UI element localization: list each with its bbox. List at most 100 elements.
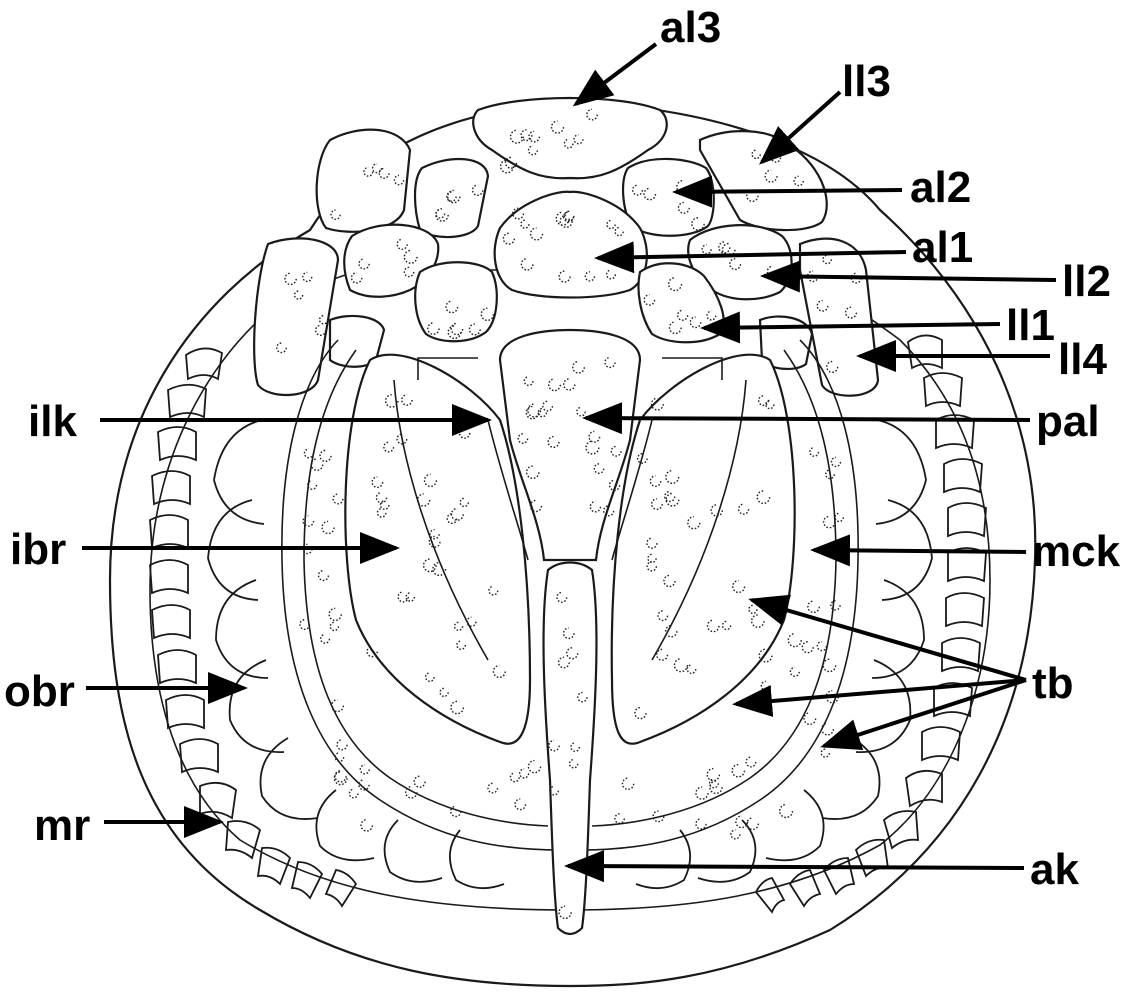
- tubercle-pore: [456, 640, 467, 650]
- tubercle-pore: [371, 163, 383, 174]
- tubercle-pore: [789, 666, 800, 677]
- tubercle-pore: [586, 108, 598, 121]
- tubercle-pore: [371, 476, 384, 489]
- label-ilk: ilk: [28, 397, 77, 446]
- tubercle-pore: [825, 690, 839, 704]
- tubercle-pore: [332, 493, 344, 505]
- tubercle-pore: [383, 441, 395, 453]
- tubercle-pore: [665, 492, 680, 507]
- tubercle-pore: [577, 691, 588, 703]
- label-al3: al3: [660, 3, 721, 52]
- label-al2: al2: [910, 163, 971, 212]
- tubercle-pore: [801, 641, 814, 654]
- tubercle-pore: [542, 400, 554, 412]
- tubercle-pore: [643, 294, 656, 306]
- tubercle-pore: [686, 664, 697, 675]
- tubercle-pore: [330, 209, 341, 220]
- tubercle-pore: [646, 537, 658, 549]
- tubercle-pore: [527, 403, 542, 418]
- tubercle-pore: [593, 463, 605, 474]
- tubercle-pore: [450, 805, 462, 818]
- tubercle-pore: [379, 500, 390, 510]
- tubercle-pore: [307, 479, 318, 490]
- tubercle-pore: [556, 591, 568, 603]
- tubercle-pore: [432, 561, 447, 577]
- arrow-mck: [810, 534, 1027, 567]
- ibr-right-inner-line: [651, 379, 747, 661]
- tubercle-pore: [636, 453, 648, 464]
- tubercle-pore: [435, 208, 449, 222]
- bracket-left: [417, 357, 478, 380]
- tubercle-pore: [328, 607, 342, 622]
- label-ll4: ll4: [1058, 335, 1107, 384]
- tubercle-pore: [366, 645, 378, 658]
- tubercle-pore: [401, 394, 413, 406]
- label-tb: tb: [1032, 659, 1074, 708]
- tubercle-pore: [570, 742, 581, 752]
- tubercle-pore: [527, 145, 539, 156]
- tubercle-pore: [695, 818, 707, 830]
- tubercle-pore: [422, 558, 437, 573]
- tubercle-pore: [446, 513, 458, 525]
- tubercle-pore: [576, 406, 586, 417]
- tubercle-pore: [646, 560, 658, 572]
- label-ibr: ibr: [10, 525, 66, 574]
- tubercle-pore: [547, 435, 560, 449]
- tubercle-pore: [778, 803, 794, 819]
- plate-ll2-left: [343, 223, 440, 298]
- tubercle-pore: [585, 440, 600, 455]
- tubercle-pore: [844, 306, 858, 319]
- tubercle-pore: [499, 159, 515, 174]
- tubercle-pore: [403, 249, 418, 264]
- label-al1: al1: [912, 223, 973, 272]
- tubercle-pore: [518, 768, 530, 779]
- tubercle-pore: [396, 238, 408, 250]
- arrow-al3: [572, 42, 658, 107]
- tubercle-pore: [604, 356, 616, 369]
- tubercle-pore: [816, 640, 828, 652]
- tubercle-pore: [348, 788, 359, 799]
- tubercle-pore: [603, 505, 615, 517]
- tubercle-pore: [447, 325, 462, 340]
- bracket-right: [662, 357, 723, 380]
- outer-branchial-arcs: [207, 419, 933, 890]
- tubercle-pore: [509, 129, 524, 144]
- tubercle-pore: [730, 829, 741, 840]
- tubercle-pore: [745, 756, 757, 768]
- tubercle-pore: [732, 579, 746, 594]
- tubercle-pore: [656, 648, 669, 661]
- tubercle-pore: [375, 491, 388, 504]
- tubercle-pore: [446, 191, 457, 202]
- tubercle-pore: [317, 569, 330, 582]
- tubercle-pore: [706, 767, 721, 782]
- tubercle-pore: [466, 616, 477, 627]
- tubercle-pore: [756, 490, 771, 505]
- tubercle-pore: [397, 591, 409, 603]
- tubercle-pore: [334, 752, 345, 763]
- tubercle-pore: [488, 585, 499, 596]
- tubercle-pore: [822, 658, 837, 673]
- tubercle-pore: [584, 271, 596, 282]
- tubercle-pore: [525, 465, 540, 480]
- tubercle-pore: [523, 376, 534, 387]
- tubercle-pore: [729, 258, 742, 271]
- tubercle-pore: [691, 217, 705, 231]
- marginal-ring: [149, 334, 987, 914]
- label-obr: obr: [4, 667, 75, 716]
- plate-pal: [498, 328, 642, 562]
- tubercle-pore: [350, 271, 363, 284]
- tubercle-pore: [758, 648, 773, 663]
- tubercle-pore: [559, 214, 573, 228]
- arrow-tb-3: [820, 678, 1027, 751]
- tubercle-pore: [528, 130, 541, 143]
- tubercle-pore: [450, 700, 465, 715]
- tubercle-pore: [416, 493, 431, 507]
- tubercle-pore: [816, 299, 829, 312]
- tubercle-pore: [676, 309, 689, 321]
- tubercle-pore: [359, 764, 370, 775]
- plate-ak: [542, 561, 598, 936]
- tubercle-pore: [376, 507, 387, 518]
- tubercle-pore: [758, 395, 769, 407]
- label-ll1: ll1: [1006, 301, 1055, 350]
